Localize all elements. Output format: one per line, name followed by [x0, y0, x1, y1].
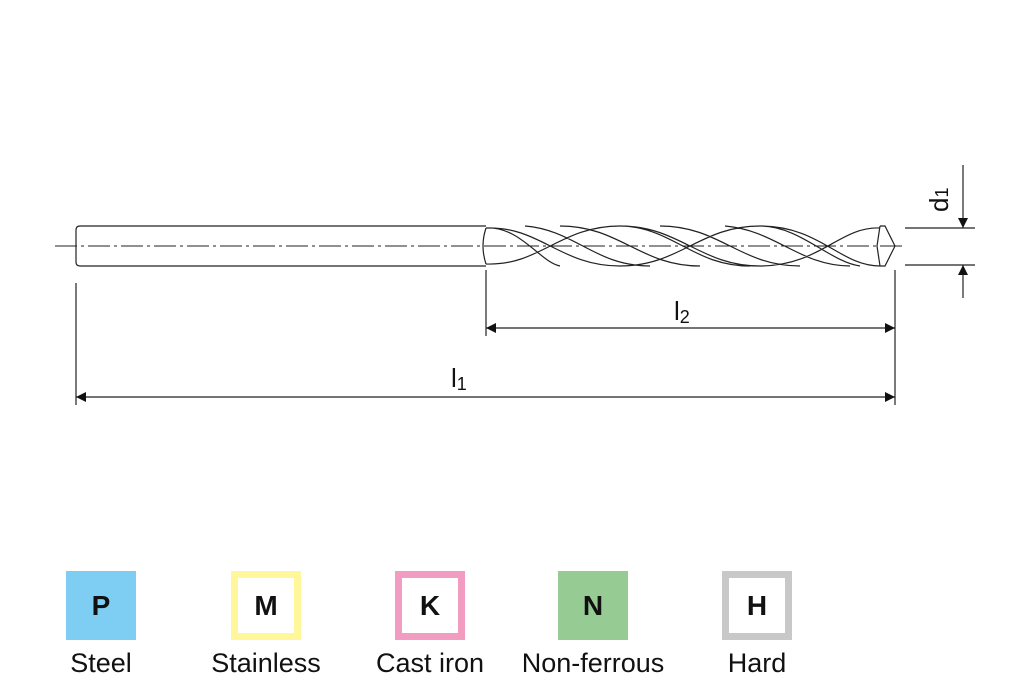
material-label: Cast iron — [375, 648, 485, 678]
material-label: Stainless — [211, 648, 321, 678]
material-code: M — [254, 589, 278, 621]
material-badge-n: N — [558, 571, 628, 640]
d1-label: d1 — [924, 188, 954, 212]
material-code: N — [582, 589, 604, 621]
material-label: Non-ferrous — [521, 648, 665, 678]
material-code: K — [419, 589, 441, 621]
material-badge-k: K — [395, 571, 465, 640]
material-label: Hard — [727, 648, 787, 678]
material-code: H — [746, 589, 768, 621]
material-code: P — [91, 589, 111, 621]
material-badge-p: P — [66, 571, 136, 640]
l1-label: l1 — [451, 363, 467, 394]
material-badge-m: M — [231, 571, 301, 640]
material-label: Steel — [70, 648, 132, 678]
l2-label: l2 — [674, 296, 690, 327]
material-badge-h: H — [722, 571, 792, 640]
